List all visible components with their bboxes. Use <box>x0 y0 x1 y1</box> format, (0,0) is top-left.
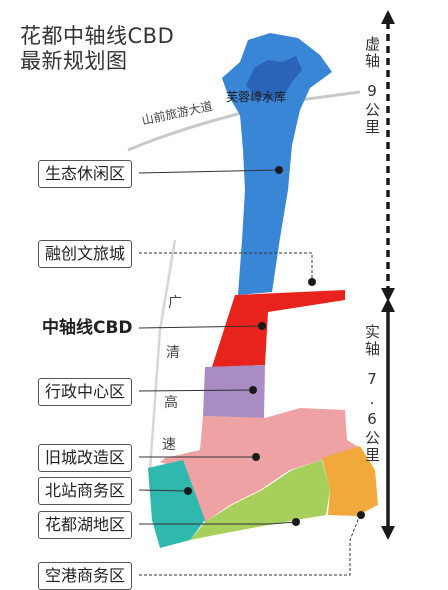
map-title-line2: 最新规划图 <box>20 49 128 73</box>
label-cbd: 中轴线CBD <box>42 318 133 338</box>
marker-northstation <box>184 487 192 495</box>
real-axis-arrow <box>381 298 395 540</box>
zone-markers <box>184 166 365 526</box>
marker-oldtown <box>252 453 260 461</box>
zone-oldtown-shape <box>160 408 360 522</box>
zone-eco-shape <box>222 33 332 295</box>
expressway-road <box>148 239 177 471</box>
zone-airport-shape <box>322 446 378 516</box>
expressway-char-4: 速 <box>162 437 176 453</box>
virtual-axis-name: 虚轴 <box>363 36 381 70</box>
label-admin: 行政中心区 <box>38 378 133 406</box>
map-title-line1: 花都中轴线CBD <box>20 24 175 48</box>
real-axis-length: 7.6公里 <box>363 370 381 464</box>
marker-eco <box>275 166 283 174</box>
expressway-char-1: 广 <box>168 295 182 311</box>
label-oldtown: 旧城改造区 <box>38 444 133 472</box>
expressway-char-2: 清 <box>166 345 180 361</box>
reservoir-shape <box>246 56 302 100</box>
virtual-axis-length: 9公里 <box>363 82 381 136</box>
zone-admin-shape <box>203 365 265 418</box>
zone-cbd-shape <box>212 290 345 367</box>
real-axis-name: 实轴 <box>363 324 381 358</box>
marker-admin <box>249 386 257 394</box>
marker-lake <box>292 518 300 526</box>
reservoir-label: 芙蓉嶂水库 <box>226 90 287 104</box>
label-sunac: 融创文旅城 <box>38 240 133 268</box>
expressway-char-3: 高 <box>164 395 178 411</box>
zone-northstation-shape <box>148 460 205 548</box>
marker-sunac <box>308 278 316 286</box>
label-eco: 生态休闲区 <box>38 160 133 188</box>
label-airport: 空港商务区 <box>38 562 133 590</box>
leader-lines <box>138 169 361 576</box>
virtual-axis-arrow <box>381 10 395 302</box>
marker-airport <box>357 511 365 519</box>
label-northstation: 北站商务区 <box>38 477 133 505</box>
label-lake: 花都湖地区 <box>38 511 133 539</box>
marker-cbd <box>258 322 266 330</box>
